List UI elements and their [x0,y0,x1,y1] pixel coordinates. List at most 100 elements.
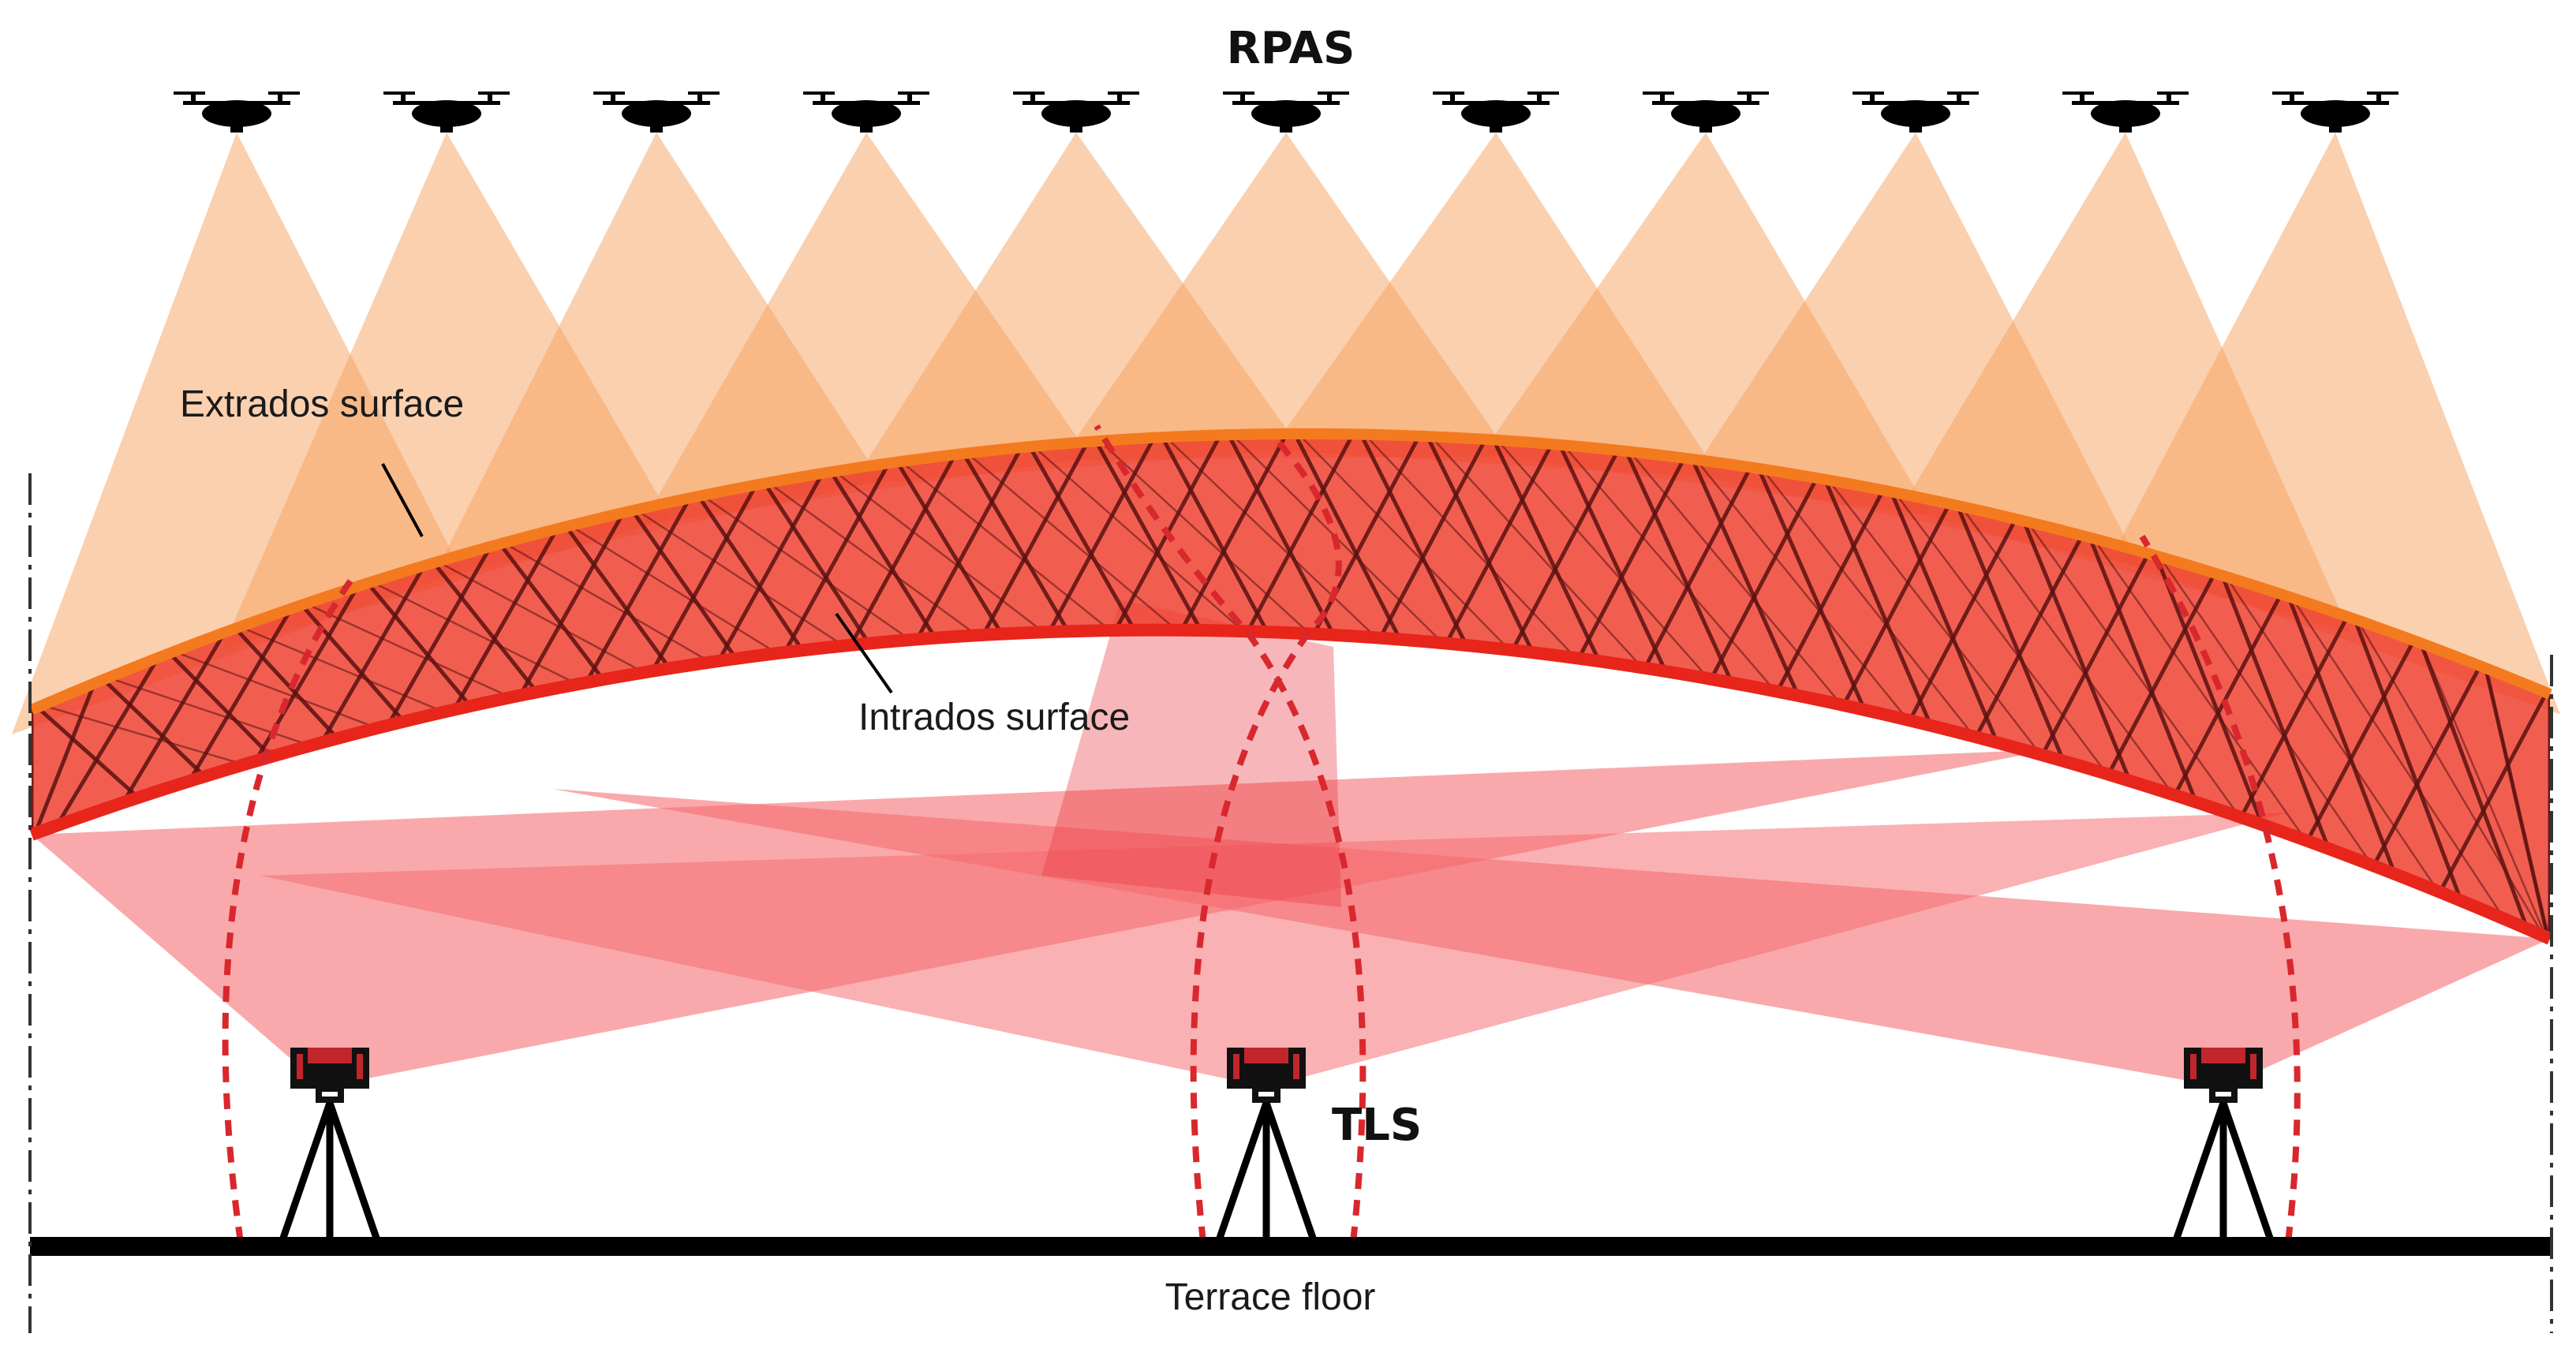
vault-rib [2151,545,2380,876]
quadcopter-drone-icon [803,92,929,133]
vault-rib [229,621,346,747]
vault-rib [1507,441,1624,659]
vault-rib [1621,442,1850,715]
vault-rib [115,622,233,814]
vault-rib [428,555,544,701]
vault-rib [910,438,1028,649]
vault-rib [428,555,656,680]
vault-rib [692,488,809,659]
tls-scan-fans [32,600,2550,1087]
vault-rib [1288,433,1406,648]
vault-slab [32,433,2550,939]
quadcopter-drone-icon [174,92,300,133]
vault-rib [627,503,855,654]
vault-rib [957,445,1075,641]
vault-rib [758,476,876,652]
vault-rib [494,536,611,689]
tls-range-arc-right [2139,534,2301,1243]
vault-rib [96,672,213,784]
vault-rib [495,536,723,670]
vault-rib [1157,433,1386,647]
vault-rib [824,464,942,647]
intrados-label: Intrados surface [858,697,1130,738]
vault-rib [1222,433,1340,645]
rpas-label: RPAS [1227,23,1355,74]
vault-rib [2170,585,2287,802]
vault-rib [1885,481,2002,752]
tls-range-arcs [222,424,2301,1243]
vault-rib [2302,633,2420,848]
tls-fan-overlap [1041,600,1341,907]
vault-rib [296,598,524,704]
vault-rib [2150,545,2268,835]
extrados-leader-line [381,463,424,537]
vault-rib [2482,659,2550,939]
quadcopter-drone-icon [1013,92,1139,133]
vault-rib [1374,433,1492,647]
vault-rib [559,519,677,678]
vault-rib [2416,633,2550,939]
vault-rib [1553,435,1671,680]
vault-rib [645,476,763,682]
vault-rib [892,454,1121,639]
vault-rib [1356,433,1585,667]
vault-rib [2350,609,2550,939]
vault-rib [1156,433,1273,641]
vault-rib [2349,608,2466,911]
terrace-floor-label: Terrace floor [1165,1276,1376,1318]
vault-rib [2084,527,2314,851]
vault-rib [1639,458,1757,676]
vault-rib [959,446,1187,639]
vault-rib [1290,433,1519,659]
vault-rib [2037,545,2155,763]
vault-rib [97,673,325,752]
vault-rib [1308,433,1426,643]
vault-rib [447,519,564,721]
vault-rib [694,488,922,648]
vault-rib [248,576,365,772]
vault-rib [1421,433,1538,662]
quadcopter-drone-icon [593,92,720,133]
tls-range-arc-center-left [1190,439,1342,1243]
terrace-floor [30,1237,2552,1256]
vault-ribs [32,433,2550,939]
vault-rib [361,576,478,715]
vault-rib [626,503,743,667]
quadcopter-drone-icon [383,92,510,133]
vault-rib [1971,527,2088,745]
vault-rib [1025,439,1254,641]
vault-rib [1951,495,2069,770]
tripod-laser-scanner-icon [1217,1048,1315,1245]
vault-rib [844,445,962,656]
vault-rib [314,555,432,754]
tripod-laser-scanner-icon [2174,1048,2272,1245]
tls-range-arc-center-right [1094,424,1367,1243]
vault-rib [1838,495,1956,713]
vault-rib [2216,565,2334,858]
vault-rib [1023,438,1141,639]
vault-rib [230,622,458,719]
vault-rib [2283,586,2400,884]
quadcopter-drone-icon [2062,92,2189,133]
vault-rib [1905,510,2022,728]
vault-rib [1176,433,1293,639]
vault-rib [49,646,166,837]
vault-rib [1423,433,1651,677]
vault-rib [826,464,1055,641]
vault-rib [1752,458,1870,719]
vault-rib [32,701,259,770]
vault-rib [977,433,1094,645]
intrados-leader-line [835,612,893,694]
vault-rib [2084,527,2201,812]
vault-rib [1242,433,1359,641]
drone-camera-cone [2111,133,2560,715]
vault-rib [2103,565,2221,782]
vault-rib [2415,633,2533,939]
quadcopter-drone-icon [1433,92,1559,133]
drone-row [174,92,2398,133]
vault-rib [1886,481,2115,784]
vault-rib [1819,469,1936,734]
vault-rib [163,646,279,765]
extrados-label: Extrados surface [180,383,464,425]
